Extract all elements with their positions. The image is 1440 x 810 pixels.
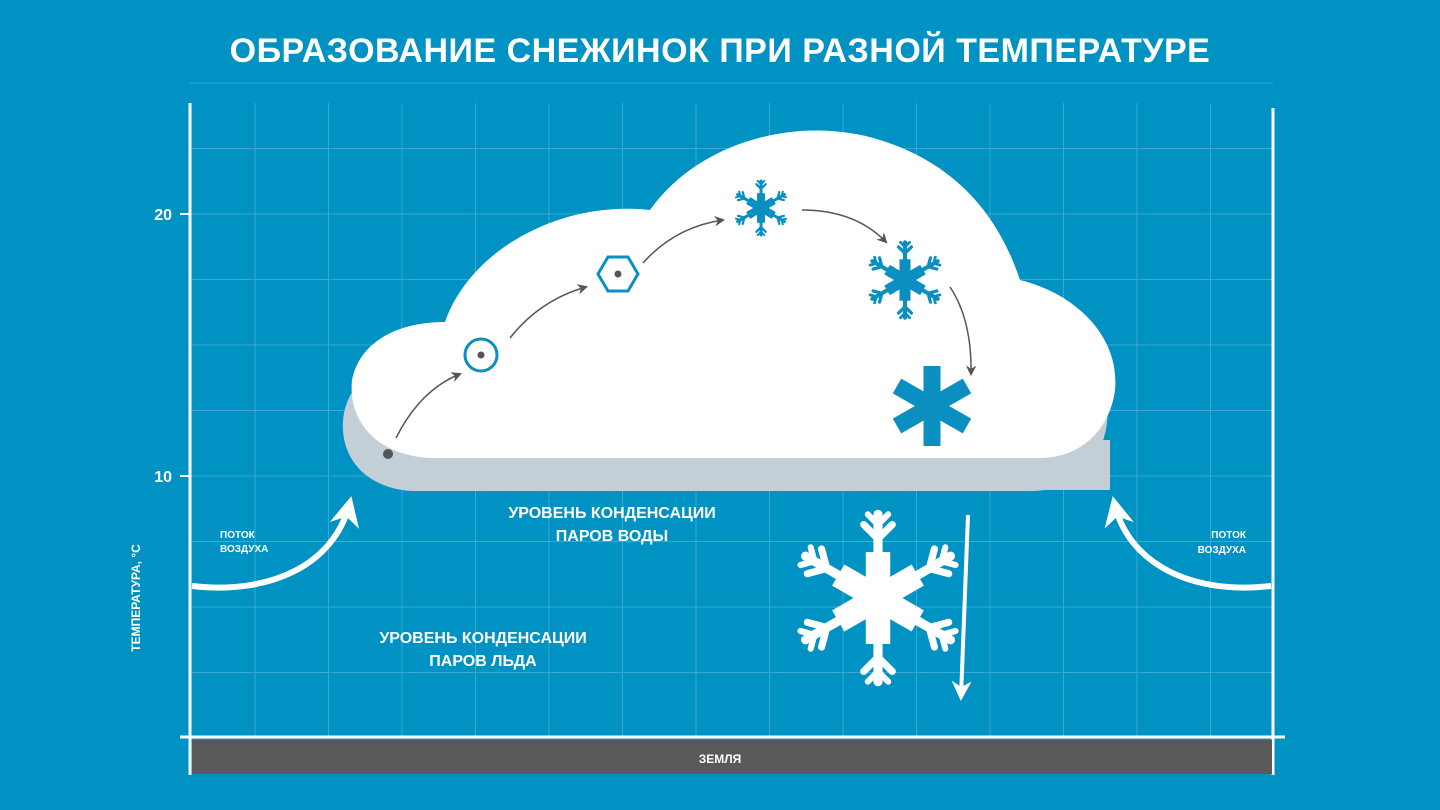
ground-bar — [192, 740, 1272, 774]
arrow-4 — [801, 209, 888, 244]
star-crystal-icon — [892, 366, 972, 446]
arrow-1 — [395, 372, 462, 439]
large-snowflake-icon — [798, 514, 957, 681]
arrow-3 — [642, 216, 726, 264]
air-flow-label-left-1: ПОТОК — [220, 530, 256, 541]
water-level-label-1: УРОВЕНЬ КОНДЕНСАЦИИ — [508, 505, 715, 522]
hexagon-crystal-icon — [596, 255, 640, 293]
ground-label: ЗЕМЛЯ — [699, 752, 742, 766]
arrow-5 — [949, 286, 977, 377]
falling-arrow — [951, 514, 972, 701]
water-level-label-2: ПАРОВ ВОДЫ — [556, 528, 668, 545]
page-title: ОБРАЗОВАНИЕ СНЕЖИНОК ПРИ РАЗНОЙ ТЕМПЕРАТ… — [230, 31, 1211, 70]
air-flow-label-left-2: ВОЗДУХА — [220, 544, 268, 555]
air-flow-arrow-right — [1104, 496, 1272, 591]
tick-label-10: 10 — [154, 469, 172, 486]
air-flow-arrow-left — [191, 496, 360, 591]
ice-level-label-2: ПАРОВ ЛЬДА — [429, 653, 537, 670]
y-axis-label: ТЕМПЕРАТУРА, °C — [129, 544, 143, 652]
droplet-icon — [383, 449, 393, 459]
air-flow-label-right-2: ВОЗДУХА — [1198, 545, 1246, 556]
air-flow-label-right-1: ПОТОК — [1211, 530, 1247, 541]
cloud — [351, 130, 1116, 458]
ice-level-label-1: УРОВЕНЬ КОНДЕНСАЦИИ — [379, 630, 586, 647]
crystal-core-icon — [614, 270, 622, 278]
circle-crystal-icon — [463, 337, 499, 373]
arrow-2 — [509, 284, 589, 339]
tick-label-20: 20 — [154, 207, 172, 224]
crystal-core-icon — [477, 351, 485, 359]
